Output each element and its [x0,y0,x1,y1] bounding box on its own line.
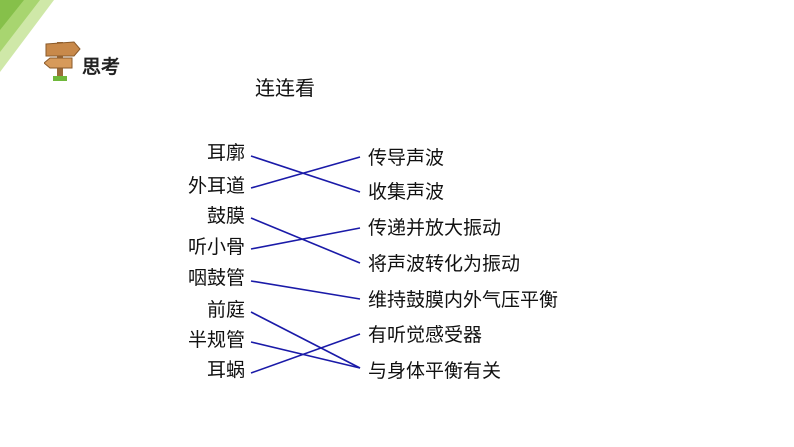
left-item-ear-auricle: 耳廓 [206,142,245,164]
connection-line-5 [250,280,361,300]
connection-line-2 [250,156,361,189]
connection-line-6 [250,311,361,369]
right-item-transmit-amplify: 传递并放大振动 [368,217,502,239]
connection-line-1 [250,155,361,193]
connection-line-8 [250,333,361,374]
left-item-ear-canal: 外耳道 [187,175,245,197]
section-title: 思考 [82,56,121,78]
right-item-body-balance: 与身体平衡有关 [368,360,502,382]
left-item-eardrum: 鼓膜 [206,205,245,227]
left-item-ossicles: 听小骨 [187,236,245,258]
left-item-semicircular-canals: 半规管 [187,329,245,351]
signpost-icon [44,41,81,81]
connection-line-3 [250,217,361,264]
right-item-balance-pressure: 维持鼓膜内外气压平衡 [368,289,559,311]
right-item-auditory-receptor: 有听觉感受器 [368,324,483,346]
right-item-conduct-sound: 传导声波 [368,147,445,169]
left-item-vestibule: 前庭 [206,299,245,321]
left-item-eustachian-tube: 咽鼓管 [187,267,245,289]
right-item-collect-sound: 收集声波 [368,181,445,203]
connection-line-4 [250,227,361,250]
corner-decoration [0,0,54,72]
page-title: 连连看 [255,76,315,100]
right-item-convert-vibration: 将声波转化为振动 [368,253,521,275]
left-item-cochlea: 耳蜗 [206,359,245,381]
connection-line-7 [250,341,361,369]
